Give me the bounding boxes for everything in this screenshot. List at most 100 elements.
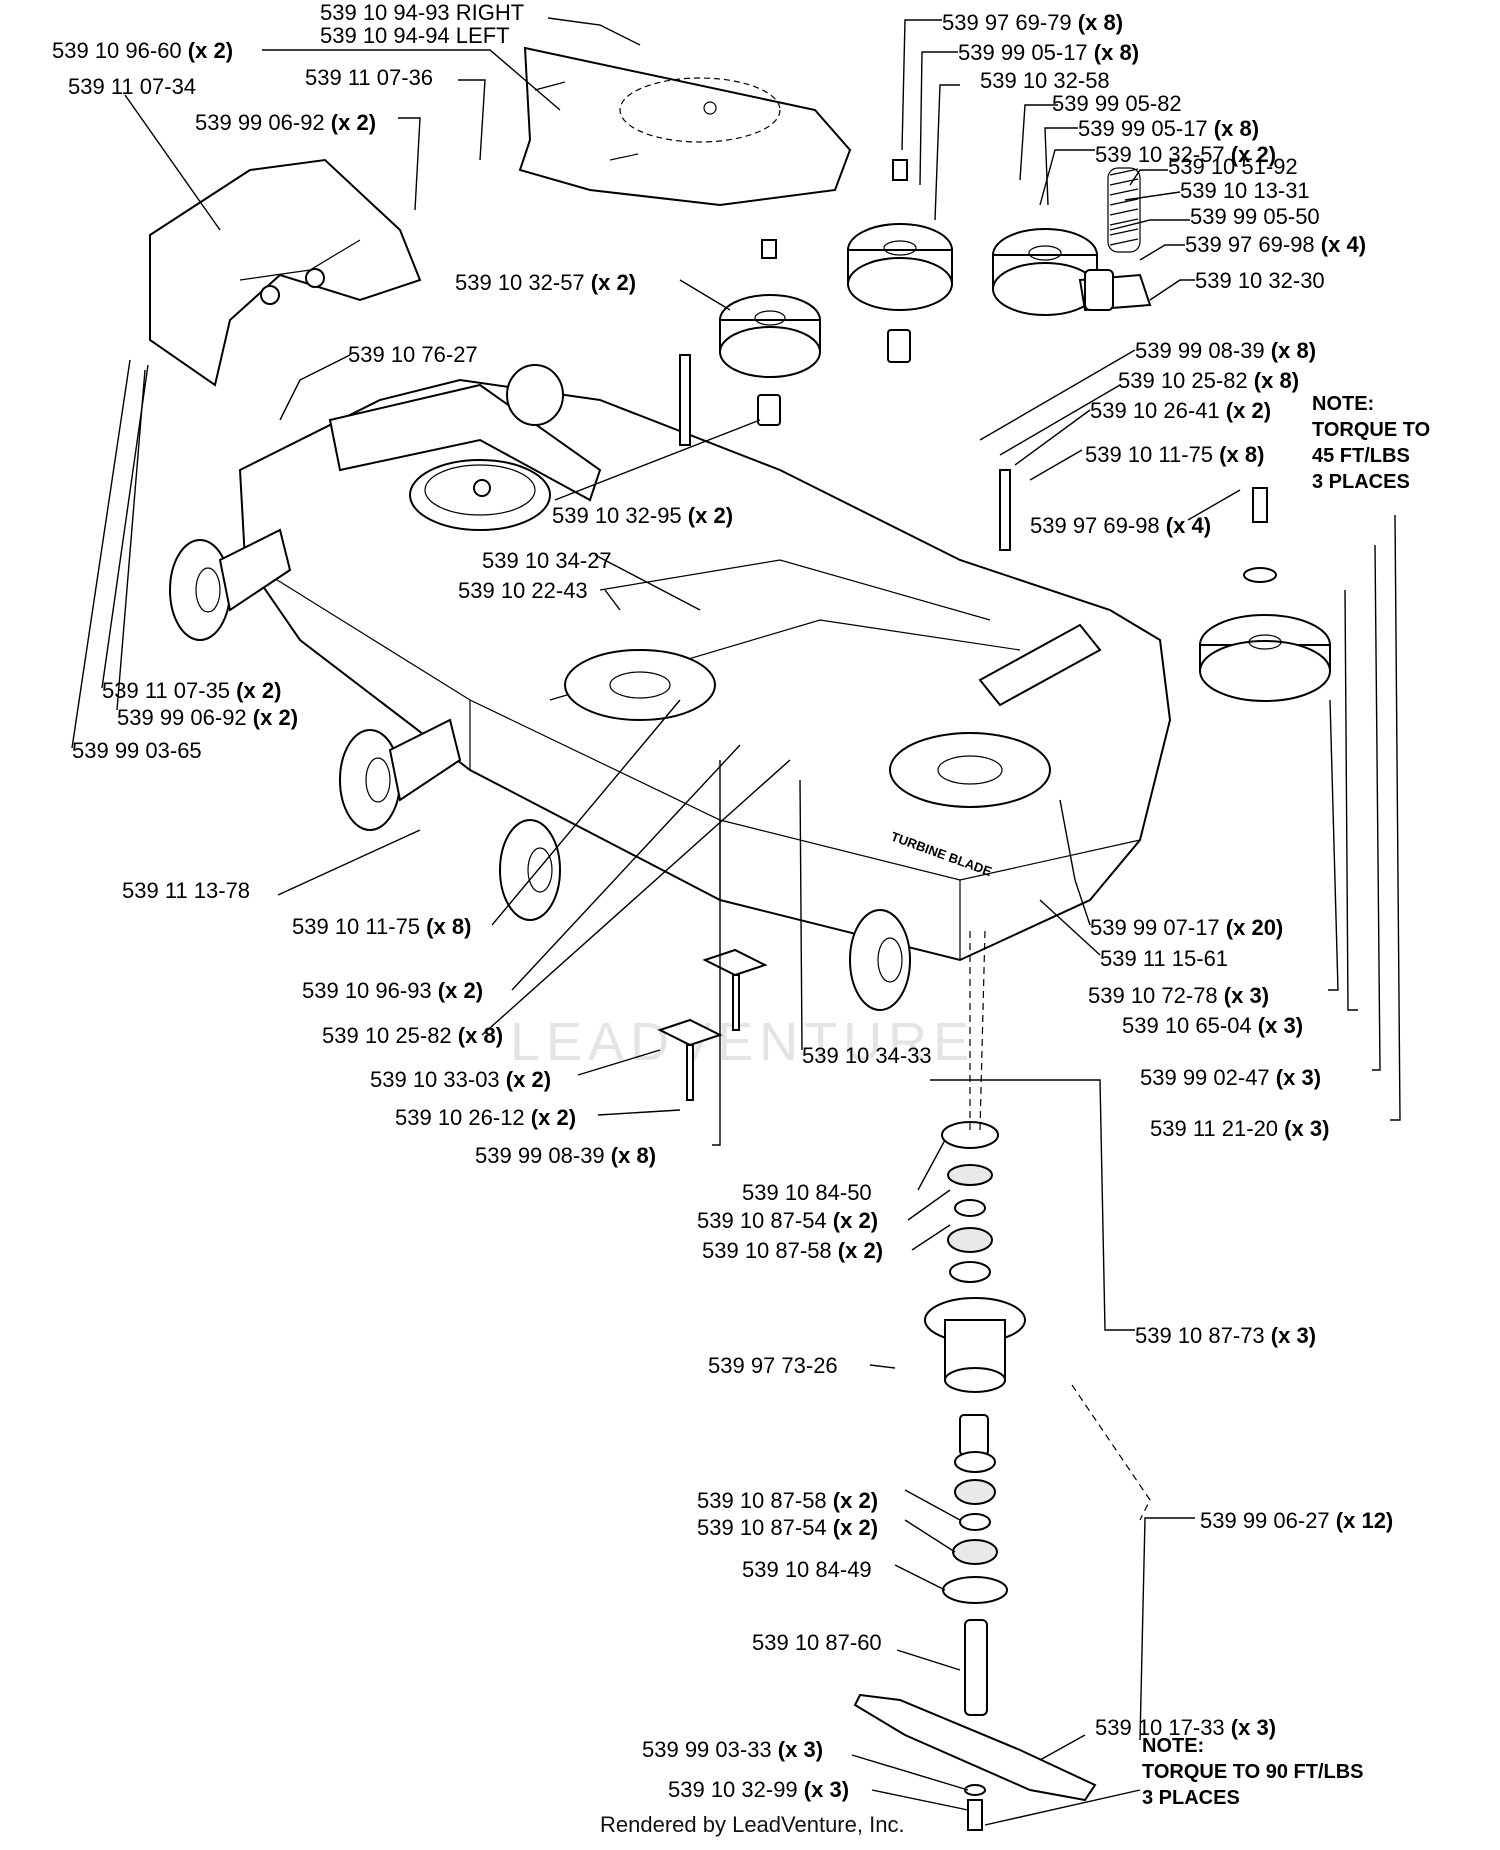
part-callout: 539 10 13-31 — [1180, 178, 1310, 203]
part-callout: 539 99 05-17 (x 8) — [958, 40, 1139, 65]
part-number: 539 10 87-54 — [697, 1515, 827, 1540]
height-chain-left — [679, 354, 691, 446]
part-quantity: (x 20) — [1220, 915, 1284, 940]
gauge-wheel-front-right — [849, 909, 911, 1011]
part-quantity: (x 3) — [1278, 1116, 1329, 1141]
part-quantity: (x 12) — [1330, 1508, 1394, 1533]
part-number: 539 99 06-27 — [1200, 1508, 1330, 1533]
part-number: 539 10 34-27 — [482, 548, 612, 573]
part-callout: 539 10 34-27 — [482, 548, 612, 573]
part-number: 539 99 05-17 — [958, 40, 1088, 65]
part-quantity: (x 2) — [832, 1238, 883, 1263]
part-number: 539 99 02-47 — [1140, 1065, 1270, 1090]
part-number: 539 10 22-43 — [458, 578, 588, 603]
part-callout: 539 99 05-17 (x 8) — [1078, 116, 1259, 141]
part-number: 539 99 08-39 — [475, 1143, 605, 1168]
part-quantity: (x 3) — [798, 1777, 849, 1802]
part-number: 539 99 06-92 — [117, 705, 247, 730]
part-number: 539 10 51-92 — [1168, 154, 1298, 179]
part-quantity: (x 2) — [585, 270, 636, 295]
part-quantity: (x 3) — [1252, 1013, 1303, 1038]
part-number: 539 99 06-92 — [195, 110, 325, 135]
part-number: 539 11 07-35 — [102, 678, 230, 703]
right-arm — [978, 623, 1102, 707]
spindle-assembly — [853, 1121, 1097, 1831]
part-callout: 539 10 32-57 (x 2) — [455, 270, 636, 295]
part-number: 539 10 11-75 — [1085, 442, 1213, 467]
deck-spindle-disc-right — [889, 732, 1051, 808]
gauge-wheel-front-left — [339, 718, 462, 831]
part-number: 539 10 25-82 — [1118, 368, 1248, 393]
idler-pulley-middle — [847, 159, 953, 363]
part-number: 539 10 13-31 — [1180, 178, 1310, 203]
part-quantity: (x 2) — [682, 503, 733, 528]
part-quantity: (x 2) — [325, 110, 376, 135]
part-number: 539 99 07-17 — [1090, 915, 1220, 940]
deck-spindle-disc-left — [564, 649, 716, 721]
part-callout: 539 10 25-82 (x 8) — [1118, 368, 1299, 393]
part-number: 539 10 32-58 — [980, 68, 1110, 93]
height-chain-right — [999, 469, 1011, 551]
part-callout: 539 10 26-41 (x 2) — [1090, 398, 1271, 423]
part-callout: 539 10 25-82 (x 8) — [322, 1023, 503, 1048]
deflector-cover-plate — [518, 46, 852, 207]
part-callout: 539 99 08-39 (x 8) — [475, 1143, 656, 1168]
part-callout: 539 99 06-92 (x 2) — [195, 110, 376, 135]
torque-note-line: NOTE: — [1142, 1735, 1204, 1757]
deck-drawing: TURBINE BLADE — [149, 46, 1331, 1831]
part-callout: 539 10 72-78 (x 3) — [1088, 983, 1269, 1008]
part-callout: 539 10 34-33 — [802, 1043, 932, 1068]
part-callout: 539 97 69-98 (x 4) — [1185, 232, 1366, 257]
part-quantity: (x 8) — [1072, 10, 1123, 35]
part-quantity: (x 4) — [1315, 232, 1366, 257]
part-callout: 539 10 32-30 — [1195, 268, 1325, 293]
part-number: 539 10 32-95 — [552, 503, 682, 528]
part-number: 539 10 26-12 — [395, 1105, 525, 1130]
part-callout: 539 99 07-17 (x 20) — [1090, 915, 1283, 940]
part-callout: 539 97 73-26 — [708, 1353, 838, 1378]
spindle-pulley-right — [1199, 487, 1331, 702]
part-callout: 539 99 03-65 — [72, 738, 202, 763]
part-callout: 539 99 05-82 — [1052, 91, 1182, 116]
part-number: 539 10 84-50 — [742, 1180, 872, 1205]
gauge-wheel-front-mid — [499, 819, 561, 921]
part-number: 539 10 94-94 LEFT — [320, 23, 510, 48]
part-number: 539 10 26-41 — [1090, 398, 1220, 423]
part-number: 539 10 96-93 — [302, 978, 432, 1003]
part-number: 539 99 05-82 — [1052, 91, 1182, 116]
part-number: 539 11 07-36 — [305, 65, 433, 90]
part-number: 539 10 87-54 — [697, 1208, 827, 1233]
part-number: 539 99 03-65 — [72, 738, 202, 763]
part-callout: 539 10 17-33 (x 3) — [1095, 1715, 1276, 1740]
part-number: 539 10 72-78 — [1088, 983, 1218, 1008]
part-number: 539 99 05-17 — [1078, 116, 1208, 141]
part-number: 539 11 15-61 — [1100, 946, 1228, 971]
part-quantity: (x 8) — [420, 914, 471, 939]
part-number: 539 10 32-99 — [668, 1777, 798, 1802]
torque-note-line: 3 PLACES — [1142, 1787, 1240, 1809]
part-number: 539 11 21-20 — [1150, 1116, 1278, 1141]
discharge-chute — [149, 158, 422, 387]
part-number: 539 99 08-39 — [1135, 338, 1265, 363]
part-callout: 539 10 11-75 (x 8) — [1085, 442, 1264, 467]
leader-lines — [71, 17, 1401, 1826]
part-number: 539 97 69-79 — [942, 10, 1072, 35]
part-number: 539 97 69-98 — [1030, 513, 1160, 538]
part-number: 539 10 32-30 — [1195, 268, 1325, 293]
part-callout: 539 11 07-34 — [68, 74, 196, 99]
part-callout: 539 10 84-49 — [742, 1557, 872, 1582]
part-callout: 539 97 69-98 (x 4) — [1030, 513, 1211, 538]
part-number: 539 10 96-60 — [52, 38, 182, 63]
part-quantity: (x 2) — [827, 1488, 878, 1513]
part-callout: 539 10 96-60 (x 2) — [52, 38, 233, 63]
tension-spring — [1107, 167, 1141, 253]
part-quantity: (x 2) — [827, 1208, 878, 1233]
part-quantity: (x 2) — [827, 1515, 878, 1540]
part-quantity: (x 8) — [1208, 116, 1259, 141]
part-callout: 539 10 65-04 (x 3) — [1122, 1013, 1303, 1038]
part-quantity: (x 2) — [500, 1067, 551, 1092]
